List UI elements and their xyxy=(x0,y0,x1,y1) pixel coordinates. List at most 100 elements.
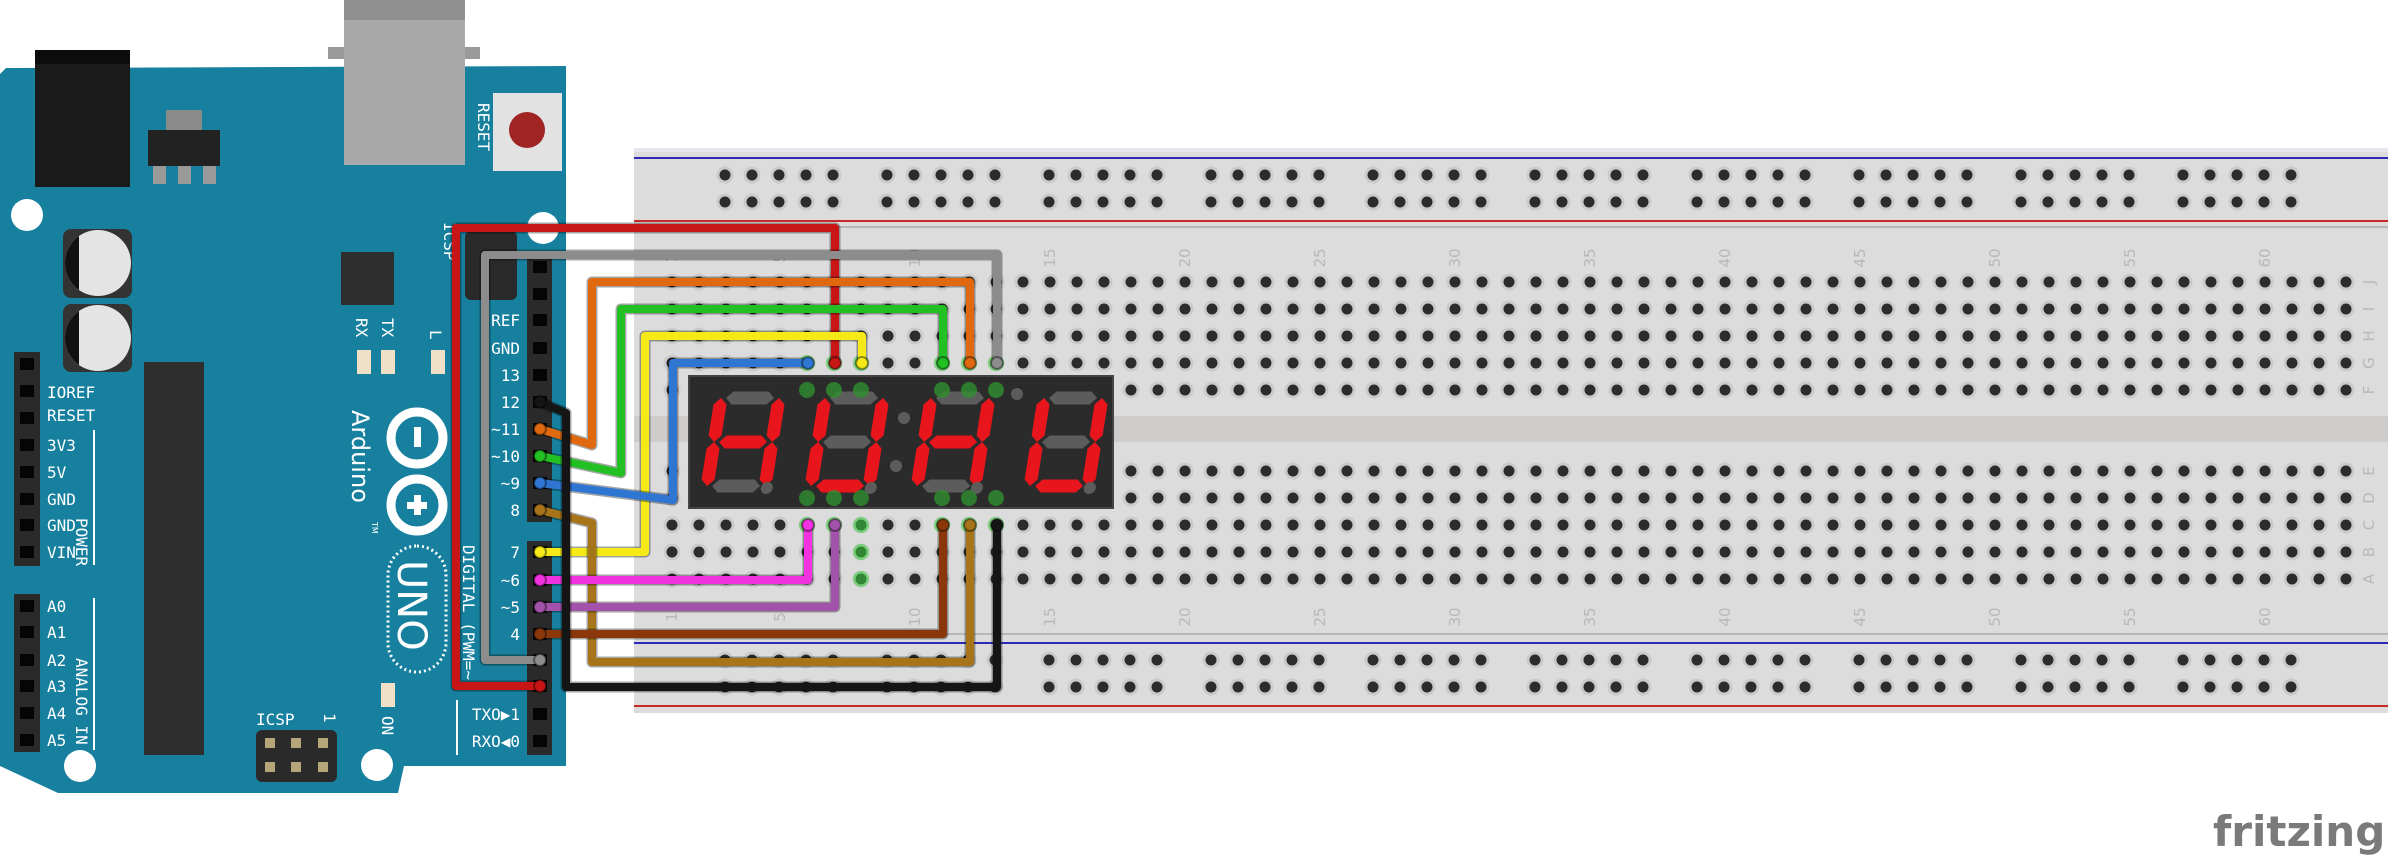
header-pin[interactable] xyxy=(20,439,34,451)
rail-hole[interactable] xyxy=(716,166,734,184)
breadboard-hole[interactable] xyxy=(1446,381,1464,399)
rail-hole[interactable] xyxy=(1877,651,1895,669)
breadboard-hole[interactable] xyxy=(1689,570,1707,588)
breadboard-hole[interactable] xyxy=(1311,462,1329,480)
breadboard-hole[interactable] xyxy=(1176,300,1194,318)
breadboard-hole[interactable] xyxy=(1527,516,1545,534)
breadboard-hole[interactable] xyxy=(1689,543,1707,561)
breadboard-hole[interactable] xyxy=(2337,489,2355,507)
breadboard-hole[interactable] xyxy=(1284,327,1302,345)
breadboard-hole[interactable] xyxy=(1392,273,1410,291)
breadboard-hole[interactable] xyxy=(1878,543,1896,561)
breadboard-hole[interactable] xyxy=(1689,300,1707,318)
header-pin[interactable] xyxy=(20,519,34,531)
breadboard-hole[interactable] xyxy=(2067,489,2085,507)
breadboard-hole[interactable] xyxy=(1257,543,1275,561)
breadboard-hole[interactable] xyxy=(1257,489,1275,507)
breadboard-hole[interactable] xyxy=(1716,273,1734,291)
breadboard-hole[interactable] xyxy=(1797,516,1815,534)
breadboard-hole[interactable] xyxy=(1095,273,1113,291)
breadboard-hole[interactable] xyxy=(2229,516,2247,534)
breadboard-hole[interactable] xyxy=(1581,273,1599,291)
breadboard-hole[interactable] xyxy=(1932,543,1950,561)
breadboard-hole[interactable] xyxy=(1932,327,1950,345)
rail-hole[interactable] xyxy=(797,166,815,184)
icsp-header[interactable] xyxy=(256,730,337,782)
breadboard-hole[interactable] xyxy=(2310,300,2328,318)
breadboard-hole[interactable] xyxy=(2310,381,2328,399)
breadboard-hole[interactable] xyxy=(1743,543,1761,561)
breadboard-hole[interactable] xyxy=(1041,516,1059,534)
rail-hole[interactable] xyxy=(878,193,896,211)
breadboard-hole[interactable] xyxy=(1527,354,1545,372)
rail-hole[interactable] xyxy=(1796,651,1814,669)
rail-hole[interactable] xyxy=(1418,166,1436,184)
breadboard-hole[interactable] xyxy=(1851,381,1869,399)
breadboard-hole[interactable] xyxy=(1203,570,1221,588)
rail-hole[interactable] xyxy=(2012,678,2030,696)
breadboard-hole[interactable] xyxy=(1797,570,1815,588)
breadboard-hole[interactable] xyxy=(1554,462,1572,480)
breadboard-hole[interactable] xyxy=(1446,462,1464,480)
breadboard-hole[interactable] xyxy=(690,543,708,561)
rail-hole[interactable] xyxy=(1742,678,1760,696)
breadboard-hole[interactable] xyxy=(1608,300,1626,318)
breadboard-hole[interactable] xyxy=(2175,300,2193,318)
breadboard-hole[interactable] xyxy=(2040,273,2058,291)
breadboard-hole[interactable] xyxy=(1527,489,1545,507)
breadboard-hole[interactable] xyxy=(1905,462,1923,480)
breadboard-hole[interactable] xyxy=(1311,354,1329,372)
breadboard-hole[interactable] xyxy=(1824,327,1842,345)
breadboard-hole[interactable] xyxy=(1176,516,1194,534)
header-pin[interactable] xyxy=(20,466,34,478)
breadboard-hole[interactable] xyxy=(1608,543,1626,561)
breadboard-hole[interactable] xyxy=(2229,489,2247,507)
rail-hole[interactable] xyxy=(2282,193,2300,211)
analog-pin-a1[interactable] xyxy=(20,626,34,638)
breadboard-hole[interactable] xyxy=(1500,327,1518,345)
breadboard-hole[interactable] xyxy=(1122,570,1140,588)
breadboard-hole[interactable] xyxy=(2094,354,2112,372)
breadboard-hole[interactable] xyxy=(1770,327,1788,345)
rail-hole[interactable] xyxy=(1580,193,1598,211)
breadboard-hole[interactable] xyxy=(1149,516,1167,534)
breadboard-hole[interactable] xyxy=(1797,327,1815,345)
rail-hole[interactable] xyxy=(1904,678,1922,696)
breadboard-hole[interactable] xyxy=(2040,570,2058,588)
breadboard-hole[interactable] xyxy=(2013,354,2031,372)
rail-hole[interactable] xyxy=(1742,651,1760,669)
rail-hole[interactable] xyxy=(1310,166,1328,184)
breadboard-hole[interactable] xyxy=(1662,462,1680,480)
breadboard-hole[interactable] xyxy=(2202,354,2220,372)
rail-hole[interactable] xyxy=(1418,678,1436,696)
rail-hole[interactable] xyxy=(986,193,1004,211)
breadboard-hole[interactable] xyxy=(1338,354,1356,372)
rail-hole[interactable] xyxy=(1256,166,1274,184)
breadboard-hole[interactable] xyxy=(2121,489,2139,507)
rail-hole[interactable] xyxy=(1202,678,1220,696)
rail-hole[interactable] xyxy=(1742,193,1760,211)
breadboard-hole[interactable] xyxy=(1635,489,1653,507)
rail-hole[interactable] xyxy=(1445,651,1463,669)
green-wire[interactable] xyxy=(533,303,950,479)
breadboard-hole[interactable] xyxy=(1095,516,1113,534)
red-wire[interactable] xyxy=(450,222,842,693)
breadboard-hole[interactable] xyxy=(1500,381,1518,399)
breadboard-hole[interactable] xyxy=(1230,273,1248,291)
rail-hole[interactable] xyxy=(986,166,1004,184)
breadboard-hole[interactable] xyxy=(1230,543,1248,561)
header-pin[interactable] xyxy=(20,412,34,424)
breadboard-hole[interactable] xyxy=(1500,570,1518,588)
rail-hole[interactable] xyxy=(1229,166,1247,184)
breadboard-hole[interactable] xyxy=(1473,462,1491,480)
rail-hole[interactable] xyxy=(1904,651,1922,669)
breadboard-hole[interactable] xyxy=(1905,570,1923,588)
breadboard-hole[interactable] xyxy=(2040,543,2058,561)
breadboard-hole[interactable] xyxy=(1554,327,1572,345)
breadboard-hole[interactable] xyxy=(2148,354,2166,372)
rail-hole[interactable] xyxy=(1688,193,1706,211)
breadboard-hole[interactable] xyxy=(1554,273,1572,291)
breadboard-hole[interactable] xyxy=(1041,543,1059,561)
rail-hole[interactable] xyxy=(1850,193,1868,211)
breadboard-hole[interactable] xyxy=(1446,300,1464,318)
